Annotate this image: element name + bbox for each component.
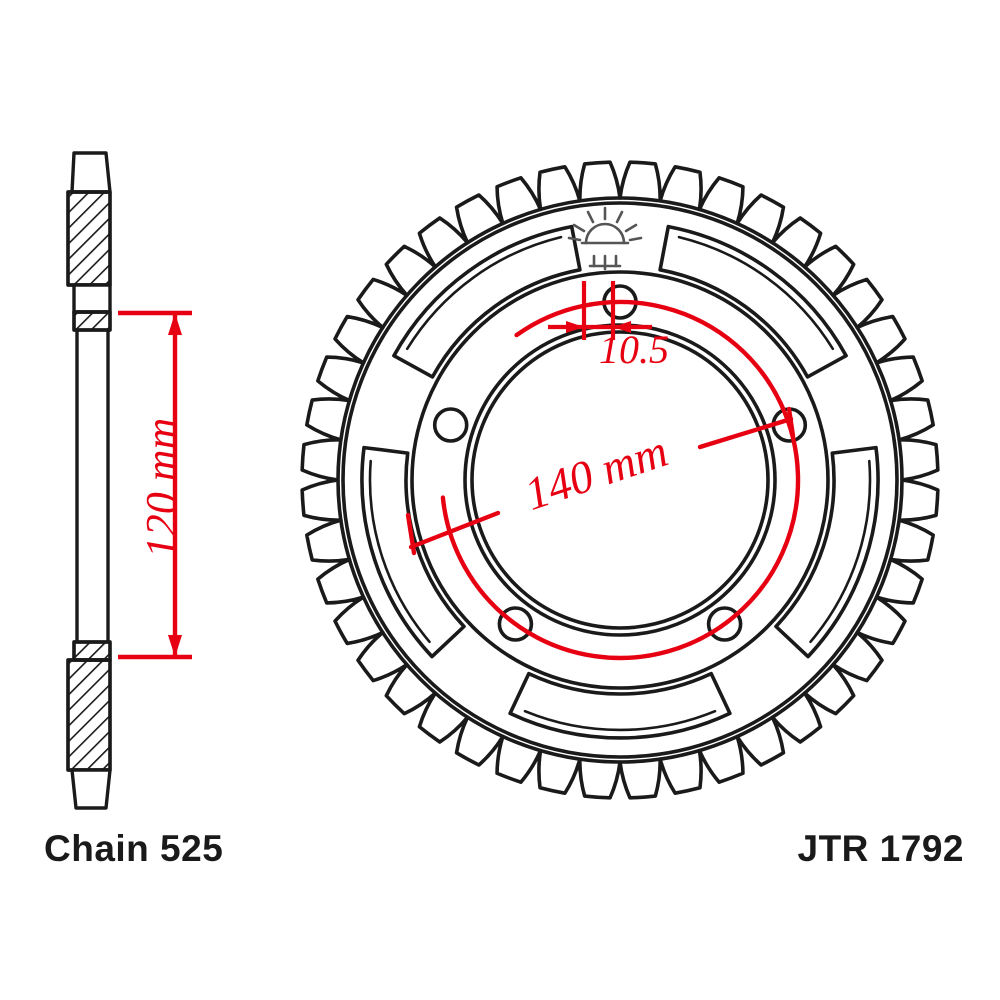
dim-140-tick-left (405, 512, 417, 556)
dimension-10-5 (548, 281, 652, 340)
side-band-bottom (72, 640, 112, 662)
sprocket-lightening-cutouts (360, 224, 880, 740)
front-view-sprocket (300, 160, 940, 800)
lightening-cutout (392, 224, 582, 379)
side-tooth-tip-bottom (70, 768, 112, 810)
lightening-cutout-inner-contour (368, 459, 431, 644)
side-band-top-outline (72, 310, 112, 332)
lightening-cutout (508, 671, 732, 740)
sprocket-center-bore-inner (470, 330, 770, 630)
side-tooth-body-bottom (66, 658, 112, 772)
dimension-10-5-text: 10.5 (599, 327, 669, 372)
side-section-view (66, 151, 112, 810)
dim-105-arrow-right (613, 321, 631, 333)
dim-140-leader-right (697, 416, 794, 450)
lightening-cutout-inner-contour (523, 709, 717, 732)
bolt-circle-pcd-arc (440, 299, 801, 661)
dimension-140mm (405, 406, 796, 556)
sprocket-web-inner (410, 270, 830, 690)
side-band-top (72, 310, 112, 332)
dim-140-tick-right (786, 406, 796, 439)
part-number-label: JTR 1792 (797, 828, 964, 869)
dim-120-arrow-bottom (168, 635, 182, 657)
surface-finish-icon (567, 206, 643, 271)
dim-120-arrow-top (168, 313, 182, 335)
sprocket-web-outer (341, 201, 899, 759)
sprocket-root-circle (336, 196, 904, 764)
lightening-cutout-inner-contour (405, 235, 563, 351)
bolt-hole (706, 606, 743, 642)
bolt-hole (432, 407, 469, 443)
chain-size-label: Chain 525 (44, 828, 224, 869)
lightening-cutout (360, 445, 466, 659)
lightening-cutout-inner-contour (677, 235, 835, 351)
lightening-cutout (774, 445, 880, 659)
lightening-cutout-inner-contour (809, 459, 872, 644)
dim-105-arrow-left (566, 321, 584, 333)
bolt-hole (497, 606, 534, 642)
dim-140-leader-left (408, 510, 501, 550)
lightening-cutout (658, 224, 848, 379)
dimension-120mm (118, 310, 192, 660)
dimension-120mm-text: 120 mm (137, 418, 186, 559)
side-step-top (72, 283, 112, 314)
side-tooth-body-top (66, 190, 112, 287)
